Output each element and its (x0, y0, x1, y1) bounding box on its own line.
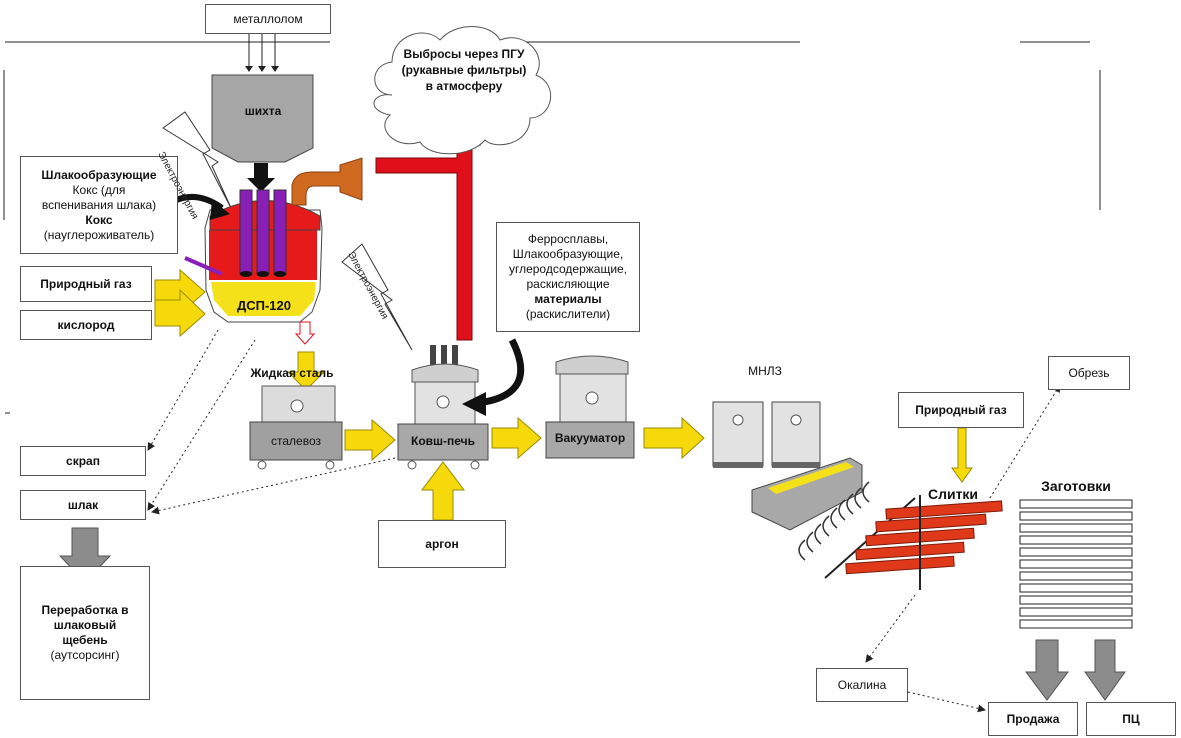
ccm-ladle-2 (771, 401, 821, 467)
slag-processing-line: шлаковый (53, 618, 117, 632)
slag-formers-line: Шлакообразующие (41, 167, 157, 182)
energy-bolt-2 (341, 243, 413, 351)
charge-hopper (211, 74, 314, 163)
slag-formers-box: Шлакообразующие Кокс (для вспенивания шл… (20, 156, 178, 254)
slag-dotted-line-1 (147, 339, 256, 511)
ladle-furnace (397, 423, 489, 461)
ferroalloys-line: Шлакообразующие, (512, 247, 624, 261)
ferroalloys-line: материалы (534, 292, 602, 306)
ladle-car (249, 421, 343, 461)
slag-formers-line: (науглероживатель) (43, 227, 155, 242)
gas-duct (375, 127, 482, 341)
sale-box: Продажа (988, 702, 1078, 736)
trim-dotted-line (989, 384, 1061, 499)
emissions-cloud (373, 26, 552, 155)
electrode (273, 189, 287, 275)
gas-arrow-2 (951, 427, 973, 483)
ingots (845, 500, 1003, 575)
sale-arrow (1025, 639, 1069, 701)
natural-gas-box-2: Природный газ (898, 392, 1024, 428)
slag-dotted-line-2 (151, 457, 396, 515)
rollers (798, 481, 870, 561)
emissions-label: Выбросы через ПГУ (рукавные фильтры) в а… (401, 47, 527, 94)
flow-arrow (344, 418, 396, 462)
flow-arrow (643, 416, 705, 460)
slag-box: шлак (20, 490, 146, 520)
ingots-label: Слитки (927, 486, 979, 502)
ccm-ladle-1 (712, 401, 764, 467)
slag-formers-line: вспенивания шлака) (41, 197, 157, 212)
oxygen-arrow (154, 288, 206, 338)
electrode (239, 189, 253, 275)
vacuumator-label: Вакууматор (554, 431, 626, 445)
trim-box: Обрезь (1048, 356, 1130, 390)
billets-stack (1019, 499, 1133, 629)
slag-formers-line: Кокс (85, 212, 113, 227)
pc-arrow (1084, 639, 1126, 701)
slag-processing-line: щебень (62, 633, 108, 647)
oxygen-lance (184, 256, 223, 276)
pc-box: ПЦ (1086, 702, 1176, 736)
oxygen-box: кислород (20, 310, 152, 340)
energy-bolt-1 (162, 111, 233, 211)
slag-formers-line: Кокс (для (72, 182, 126, 197)
scrap-dotted-line (147, 329, 219, 451)
argon-arrow (421, 461, 465, 521)
ladle-furnace-label: Ковш-печь (411, 434, 475, 448)
ferroalloys-line: углеродсодержащие, (508, 262, 628, 276)
vacuumator (545, 421, 635, 459)
argon-box: аргон (378, 520, 506, 568)
ferroalloys-curve-arrow (477, 338, 525, 407)
charge-down-arrow (247, 163, 275, 192)
slag-processing-box: Переработка в шлаковый щебень (аутсорсин… (20, 566, 150, 700)
steel-ladle-label: сталевоз (271, 434, 321, 448)
exhaust-pipe (291, 157, 363, 206)
scale-sale-dotted-line (907, 691, 986, 713)
billets-label: Заготовки (1041, 478, 1111, 494)
liquid-steel-arrow (286, 351, 326, 391)
ccm-label: МНЛЗ (748, 364, 782, 378)
scrap-box: скрап (20, 446, 146, 476)
ferroalloys-line: (раскислители) (525, 307, 611, 321)
eaf-label: ДСП-120 (236, 298, 291, 313)
tundish (751, 457, 863, 531)
flow-arrow (491, 416, 542, 460)
ferroalloys-line: Ферросплавы, (527, 232, 609, 246)
natural-gas-box-1: Природный газ (20, 266, 152, 302)
charge-label: шихта (244, 104, 282, 118)
vacuum-lid (555, 355, 629, 375)
ferroalloys-line: раскисляющие (526, 277, 610, 291)
liquid-steel-label: Жидкая сталь (250, 366, 334, 380)
slag-processing-line: Переработка в (41, 603, 129, 617)
electrode (256, 189, 270, 275)
scale-dotted-line (865, 594, 916, 663)
ladle-furnace-lid (411, 363, 479, 383)
scale-box: Окалина (816, 668, 908, 702)
furnace-steel (211, 282, 316, 316)
scrap-metal-box: металлолом (205, 4, 331, 34)
ferroalloys-box: Ферросплавы, Шлакообразующие, углеродсод… (496, 222, 640, 332)
slag-processing-line: (аутсорсинг) (50, 648, 120, 662)
